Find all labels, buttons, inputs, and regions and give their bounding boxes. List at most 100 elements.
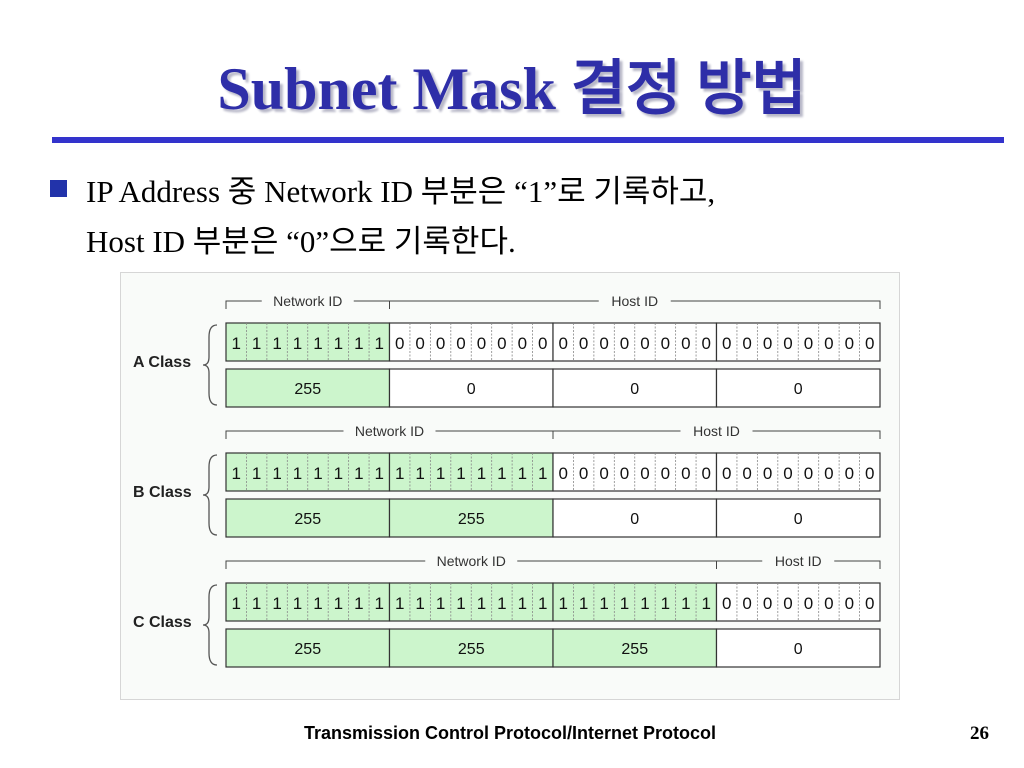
network-decimal-cell — [225, 498, 391, 538]
bit-value: 1 — [661, 594, 670, 613]
decimal-value: 0 — [794, 381, 803, 398]
decimal-value: 255 — [294, 511, 321, 528]
host-id-bracket — [389, 300, 599, 309]
bit-value: 0 — [845, 594, 854, 613]
bit-value: 1 — [313, 334, 322, 353]
decimal-value: 0 — [794, 641, 803, 658]
bit-value: 0 — [824, 464, 833, 483]
bit-value: 1 — [702, 594, 711, 613]
bit-value: 0 — [804, 334, 813, 353]
bullet-text-line-2: Host ID 부분은 “0”으로 기록한다. — [86, 224, 516, 259]
bit-value: 0 — [783, 594, 792, 613]
bit-value: 1 — [518, 594, 527, 613]
bit-value: 0 — [436, 334, 445, 353]
host-id-label: Host ID — [693, 423, 740, 439]
host-id-label: Host ID — [775, 553, 822, 569]
network-decimal-cell — [225, 368, 391, 408]
bit-value: 0 — [518, 334, 527, 353]
bit-value: 1 — [252, 334, 261, 353]
bit-value: 0 — [763, 334, 772, 353]
bit-value: 1 — [334, 594, 343, 613]
bit-value: 0 — [824, 334, 833, 353]
network-id-bracket — [353, 300, 390, 309]
bit-value: 1 — [415, 464, 424, 483]
bit-value: 0 — [783, 334, 792, 353]
bit-value: 0 — [845, 464, 854, 483]
network-id-bracket — [225, 560, 426, 569]
host-decimal-cell — [715, 628, 881, 668]
host-decimal-cell — [715, 368, 881, 408]
bit-value: 1 — [272, 464, 281, 483]
bit-value: 1 — [354, 594, 363, 613]
bit-value: 0 — [742, 334, 751, 353]
class-label: B Class — [133, 484, 192, 501]
bit-value: 0 — [579, 464, 588, 483]
bit-value: 1 — [231, 334, 240, 353]
bit-value: 0 — [661, 464, 670, 483]
bit-value: 1 — [558, 594, 567, 613]
bullet-text-line-1: IP Address 중 Network ID 부분은 “1”로 기록하고, — [86, 174, 716, 209]
host-decimal-cell — [552, 368, 718, 408]
bit-value: 0 — [456, 334, 465, 353]
bit-value: 1 — [436, 594, 445, 613]
bit-value: 0 — [681, 334, 690, 353]
bullet-square-icon — [50, 180, 67, 197]
bit-value: 0 — [865, 334, 874, 353]
decimal-value: 0 — [794, 511, 803, 528]
decimal-value: 255 — [621, 641, 648, 658]
bit-value: 1 — [354, 334, 363, 353]
bit-value: 0 — [702, 334, 711, 353]
bit-value: 1 — [640, 594, 649, 613]
host-id-bracket — [752, 430, 881, 439]
bit-value: 0 — [722, 334, 731, 353]
bit-value: 0 — [640, 464, 649, 483]
bit-value: 0 — [640, 334, 649, 353]
bit-value: 1 — [436, 464, 445, 483]
page-number: 26 — [970, 723, 989, 744]
host-id-bracket — [716, 560, 763, 569]
network-id-label: Network ID — [355, 423, 424, 439]
class-label: C Class — [133, 614, 192, 631]
bit-value: 0 — [804, 464, 813, 483]
bit-value: 0 — [395, 334, 404, 353]
network-decimal-cell — [388, 628, 554, 668]
host-id-bracket — [670, 300, 881, 309]
bit-value: 1 — [272, 594, 281, 613]
bit-value: 1 — [313, 594, 322, 613]
title-divider — [52, 137, 1004, 143]
bit-value: 0 — [865, 464, 874, 483]
decimal-value: 0 — [630, 381, 639, 398]
bit-value: 0 — [763, 464, 772, 483]
decimal-value: 255 — [458, 511, 485, 528]
bit-value: 1 — [395, 594, 404, 613]
bit-value: 1 — [620, 594, 629, 613]
class-label: A Class — [133, 354, 191, 371]
host-decimal-cell — [715, 498, 881, 538]
class-bracket — [202, 584, 218, 666]
host-id-label: Host ID — [611, 293, 658, 309]
bit-value: 1 — [579, 594, 588, 613]
bit-value: 0 — [742, 594, 751, 613]
bit-value: 1 — [477, 594, 486, 613]
bit-value: 0 — [661, 334, 670, 353]
bit-value: 0 — [477, 334, 486, 353]
bit-value: 1 — [231, 464, 240, 483]
bit-value: 1 — [456, 464, 465, 483]
bit-value: 0 — [497, 334, 506, 353]
bit-value: 0 — [783, 464, 792, 483]
bit-value: 1 — [518, 464, 527, 483]
network-id-bracket — [225, 300, 262, 309]
bit-value: 0 — [538, 334, 547, 353]
bit-value: 1 — [313, 464, 322, 483]
bit-value: 0 — [599, 464, 608, 483]
network-id-bracket — [225, 430, 344, 439]
decimal-value: 255 — [294, 381, 321, 398]
bit-value: 1 — [538, 594, 547, 613]
bit-value: 0 — [702, 464, 711, 483]
bit-value: 0 — [558, 464, 567, 483]
bit-value: 0 — [620, 464, 629, 483]
footer-text: Transmission Control Protocol/Internet P… — [304, 723, 717, 743]
host-id-bracket — [834, 560, 881, 569]
